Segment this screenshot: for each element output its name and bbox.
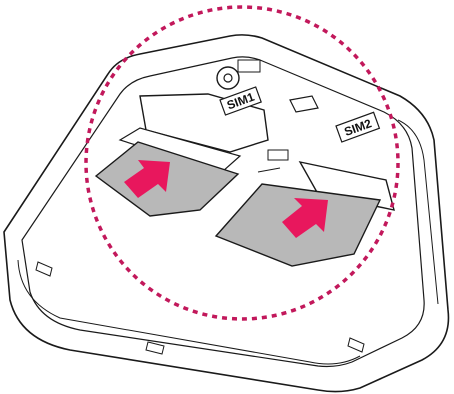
memory-slot: [268, 150, 288, 160]
camera-lens-inner: [224, 74, 232, 82]
camera-bracket: [238, 60, 260, 72]
